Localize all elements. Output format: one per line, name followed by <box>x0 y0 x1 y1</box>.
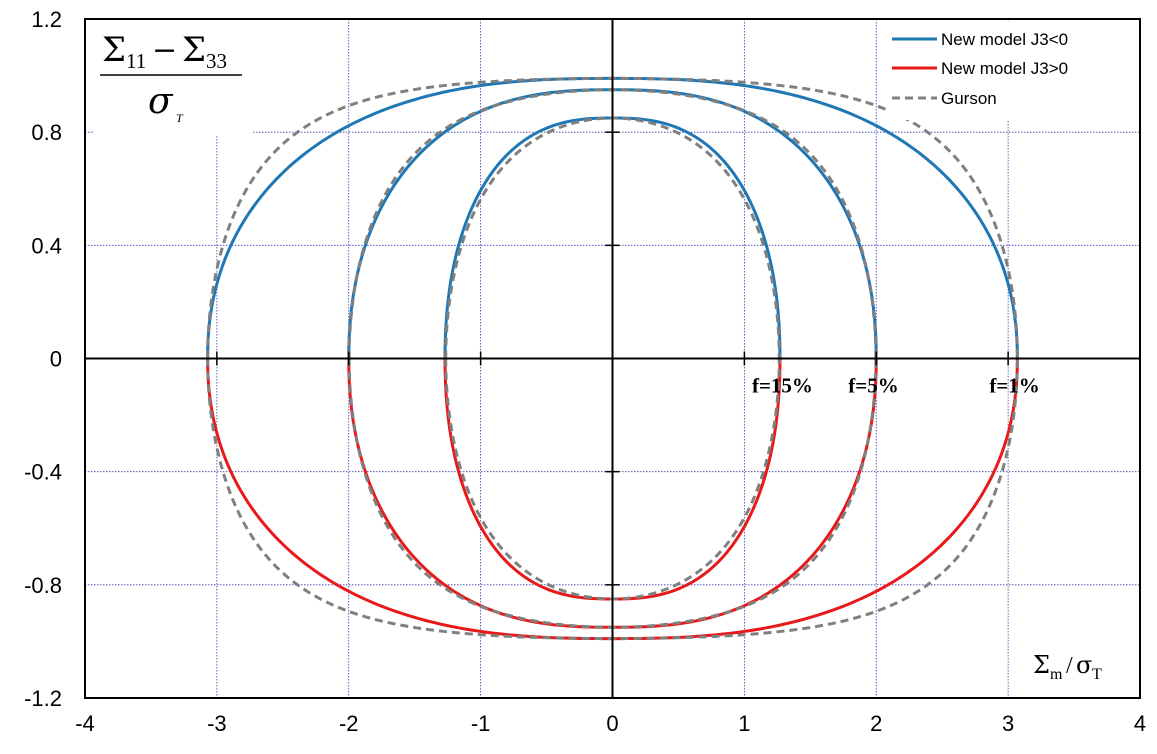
axes <box>84 18 1141 699</box>
x-tick-label: -1 <box>471 711 491 736</box>
y-tick-label: 0.8 <box>31 120 62 145</box>
x-tick-label: -2 <box>339 711 359 736</box>
x-label-sub1: m <box>1050 666 1063 683</box>
y-tick-label: -0.8 <box>24 573 62 598</box>
y-tick-label: 0.4 <box>31 233 62 258</box>
y-label-denominator-sub: T <box>176 111 184 125</box>
y-label-minus: − <box>152 33 177 68</box>
annotation-f15: f=15% <box>752 374 813 398</box>
x-tick-label: 0 <box>606 711 618 736</box>
x-tick-label: 1 <box>738 711 750 736</box>
x-axis-label: Σ m / σ T <box>1033 651 1102 683</box>
x-label-sigma: σ <box>1076 651 1092 679</box>
y-tick-label: -1.2 <box>24 686 62 711</box>
y-label-numerator: Σ <box>102 30 126 70</box>
y-label-denominator: σ <box>148 81 174 122</box>
y-label-numerator-2: Σ <box>182 30 206 70</box>
x-label-slash: / <box>1066 653 1073 679</box>
curve-annotations: f=1% f=5% f=15% <box>752 374 1040 398</box>
x-label-sub2: T <box>1092 666 1102 683</box>
y-axis-label-background <box>94 20 252 135</box>
y-tick-label: -0.4 <box>24 460 62 485</box>
x-tick-label: 4 <box>1134 711 1146 736</box>
annotation-f1: f=1% <box>989 374 1039 398</box>
x-tick-label: -3 <box>207 711 227 736</box>
x-tick-label: -4 <box>75 711 95 736</box>
legend-label-j3-pos: New model J3>0 <box>941 59 1068 78</box>
y-tick-label: 1.2 <box>31 7 62 32</box>
annotation-f5: f=5% <box>848 374 898 398</box>
legend-label-gurson: Gurson <box>941 89 997 108</box>
y-tick-label: 0 <box>50 347 62 372</box>
y-label-sub1: 11 <box>126 49 146 73</box>
legend-label-j3-neg: New model J3<0 <box>941 30 1068 49</box>
y-label-sub2: 33 <box>206 49 227 73</box>
plot-frame <box>84 18 1141 699</box>
legend: New model J3<0 New model J3>0 Gurson <box>888 22 1118 120</box>
x-tick-label: 3 <box>1002 711 1014 736</box>
x-label-main: Σ <box>1033 651 1050 679</box>
x-tick-label: 2 <box>870 711 882 736</box>
y-axis-label: Σ 11 − Σ 33 σ T <box>94 20 252 135</box>
tick-labels: -4 -3 -2 -1 0 1 2 3 4 -1.2 -0.8 -0.4 0 0.4 0.8 1.2 <box>24 7 1146 736</box>
